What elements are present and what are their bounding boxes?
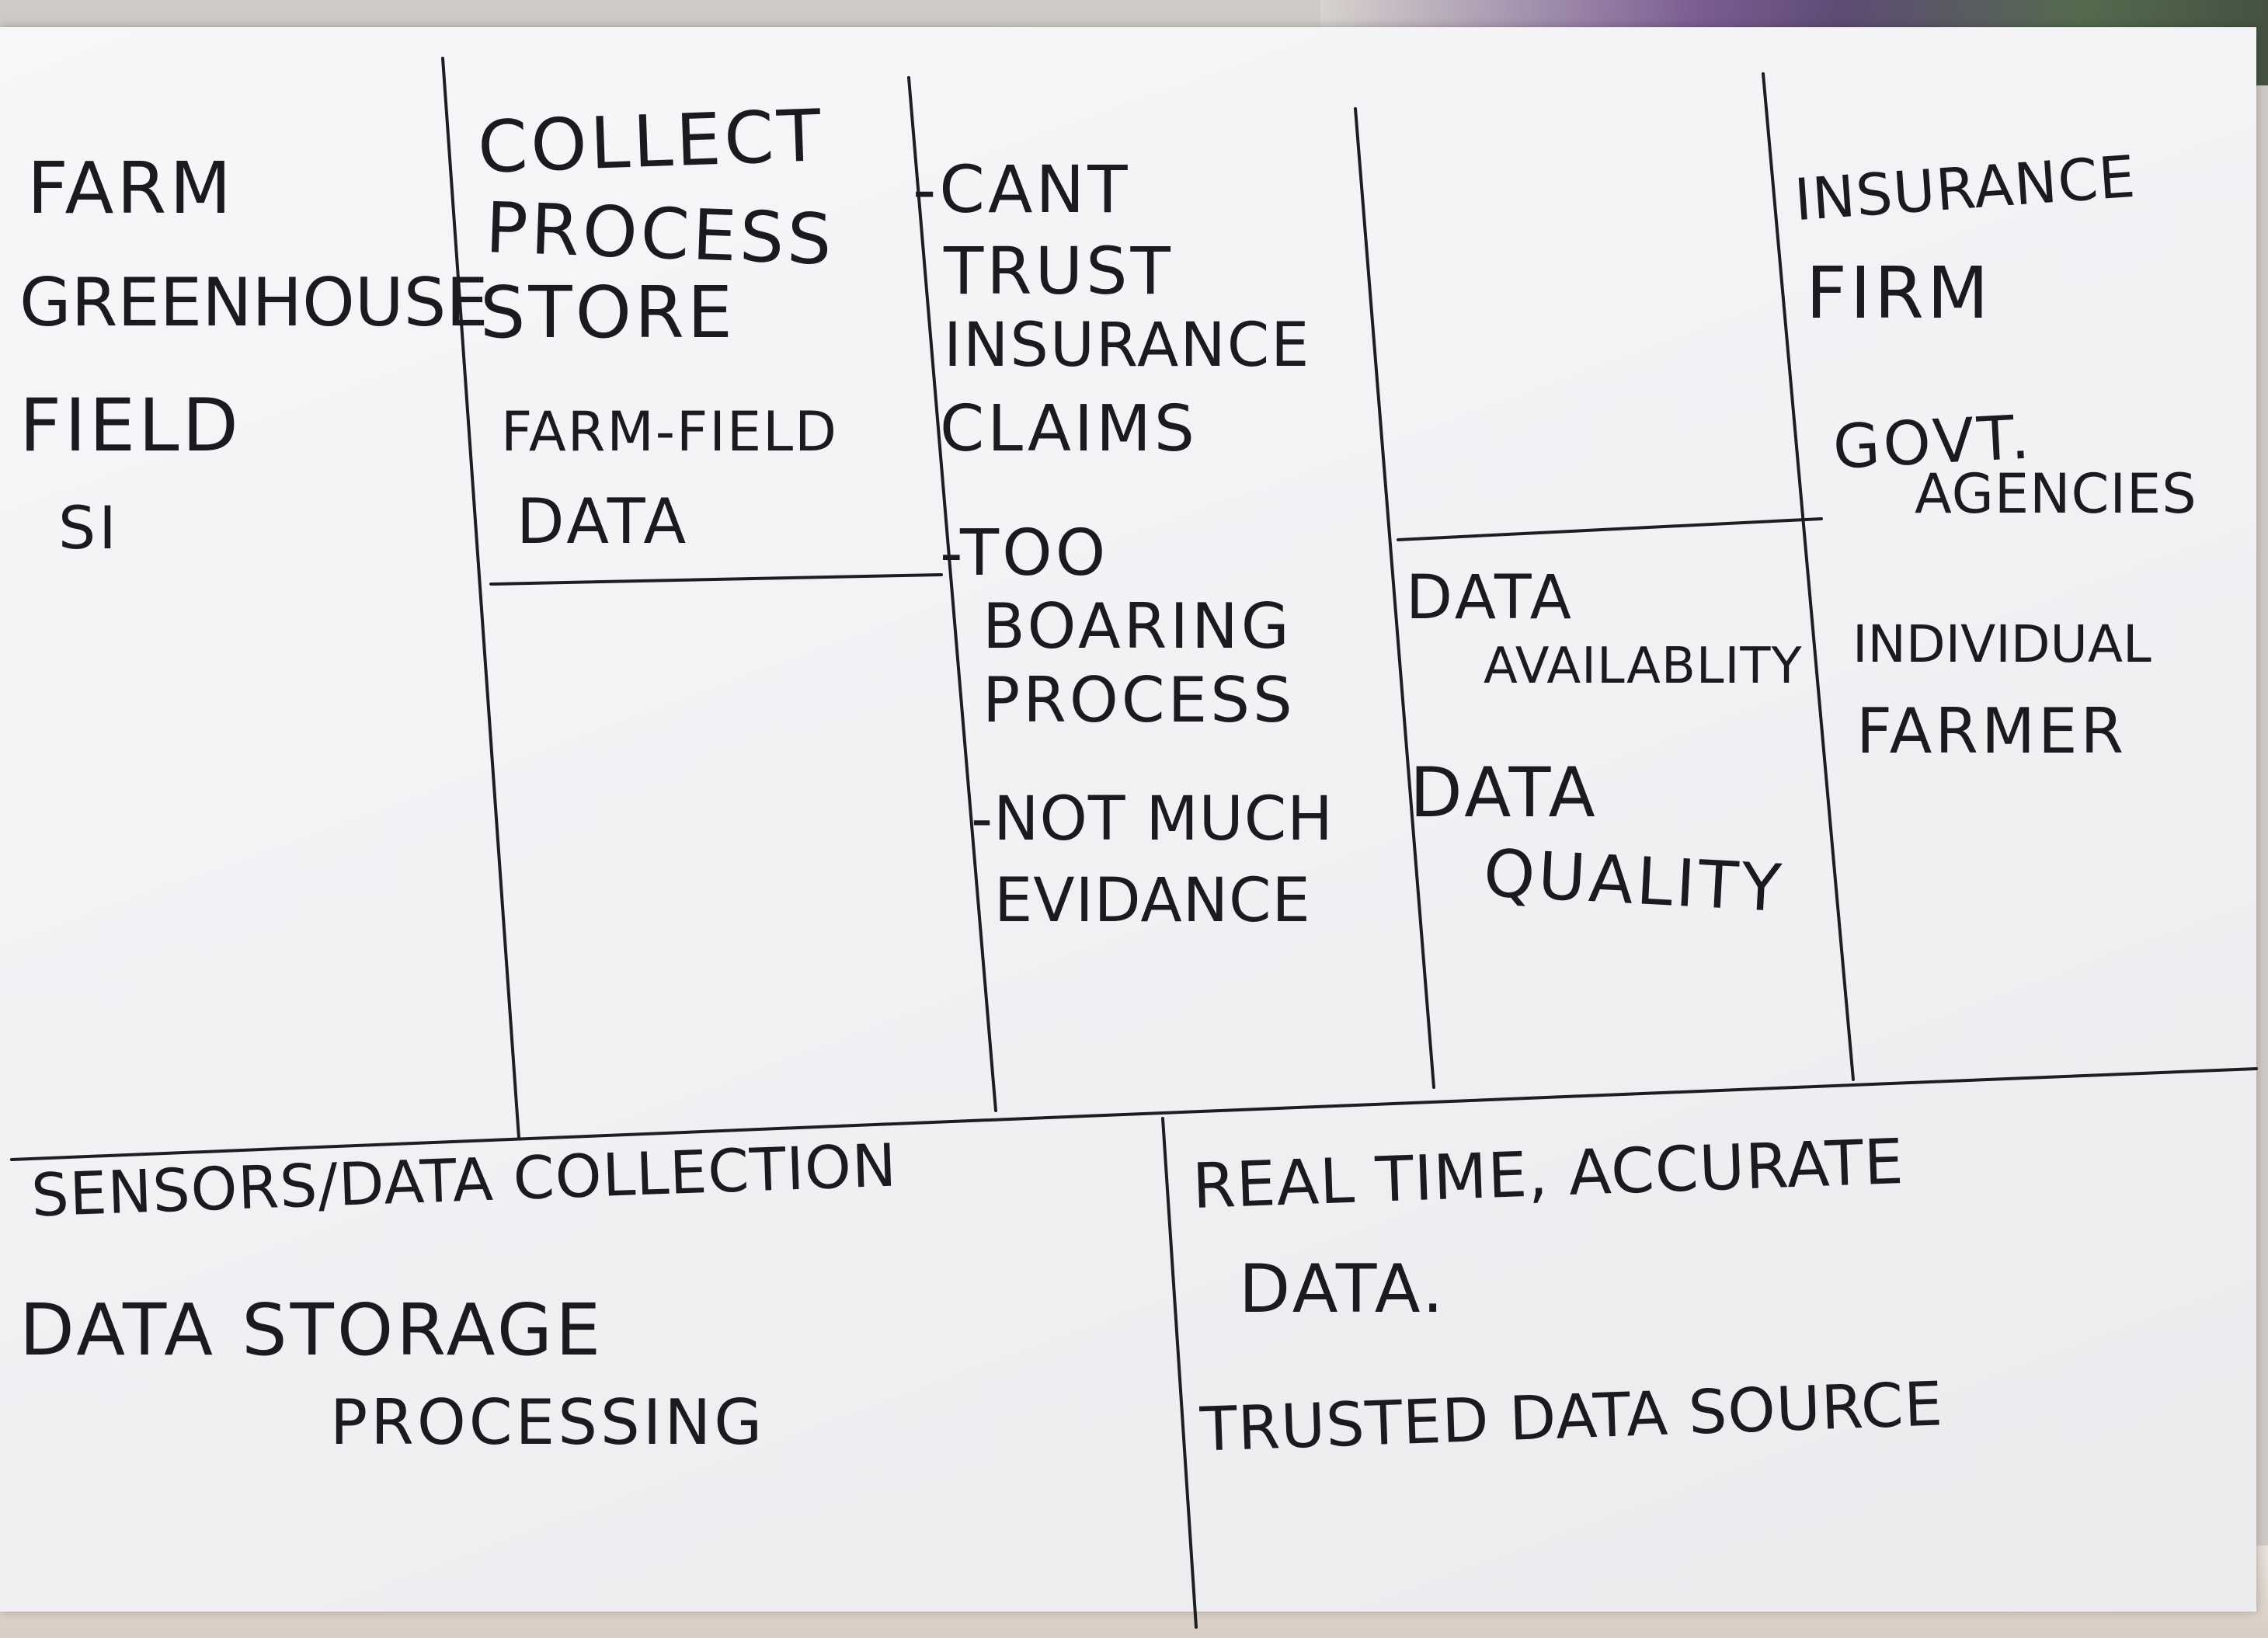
activity-collect: COLLECT [476,94,826,190]
farm-data-label: DATA [517,485,690,558]
paper-sheet [0,27,2256,1612]
customer-agencies: AGENCIES [1915,462,2197,526]
customer-individual: INDIVIDUAL [1852,614,2151,674]
problem-not-much: -NOT MUCH [971,784,1334,854]
metric-quality: QUALITY [1481,834,1786,927]
divider-vertical-bottom [1161,1117,1198,1629]
resource-processing: PROCESSING [330,1386,766,1459]
problem-cant: -CANT [913,151,1131,228]
segment-farm: FARM [27,147,235,230]
divider-vertical-2 [907,76,997,1112]
divider-sub-right [1397,517,1823,541]
divider-horizontal-main [10,1067,2258,1161]
segment-field: FIELD [19,384,242,468]
activity-process: PROCESS [484,187,837,281]
divider-sub-left [489,573,943,586]
segment-si: SI [58,493,120,562]
metric-data-1: DATA [1406,563,1574,633]
problem-process: PROCESS [983,664,1296,736]
problem-too: -TOO [940,516,1109,590]
metric-data-2: DATA [1410,753,1598,833]
activity-store: STORE [480,271,736,354]
divider-vertical-4 [1762,72,1855,1081]
metric-availablity: AVAILABLITY [1484,638,1803,695]
resource-storage: DATA STORAGE [19,1288,604,1372]
problem-boaring: BOARING [983,590,1292,663]
divider-vertical-3 [1354,107,1435,1089]
divider-vertical-1 [441,57,520,1139]
problem-trust: TRUST [944,233,1174,309]
problem-evidance: EVIDANCE [994,866,1311,936]
value-data: DATA. [1239,1250,1447,1328]
problem-claims: CLAIMS [940,392,1198,466]
customer-firm: FIRM [1806,252,1992,335]
customer-farmer: FARMER [1856,695,2127,767]
segment-greenhouse: GREENHOUSE [19,264,489,342]
farm-field-label: FARM-FIELD [501,400,839,464]
problem-insurance: INSURANCE [944,311,1311,381]
